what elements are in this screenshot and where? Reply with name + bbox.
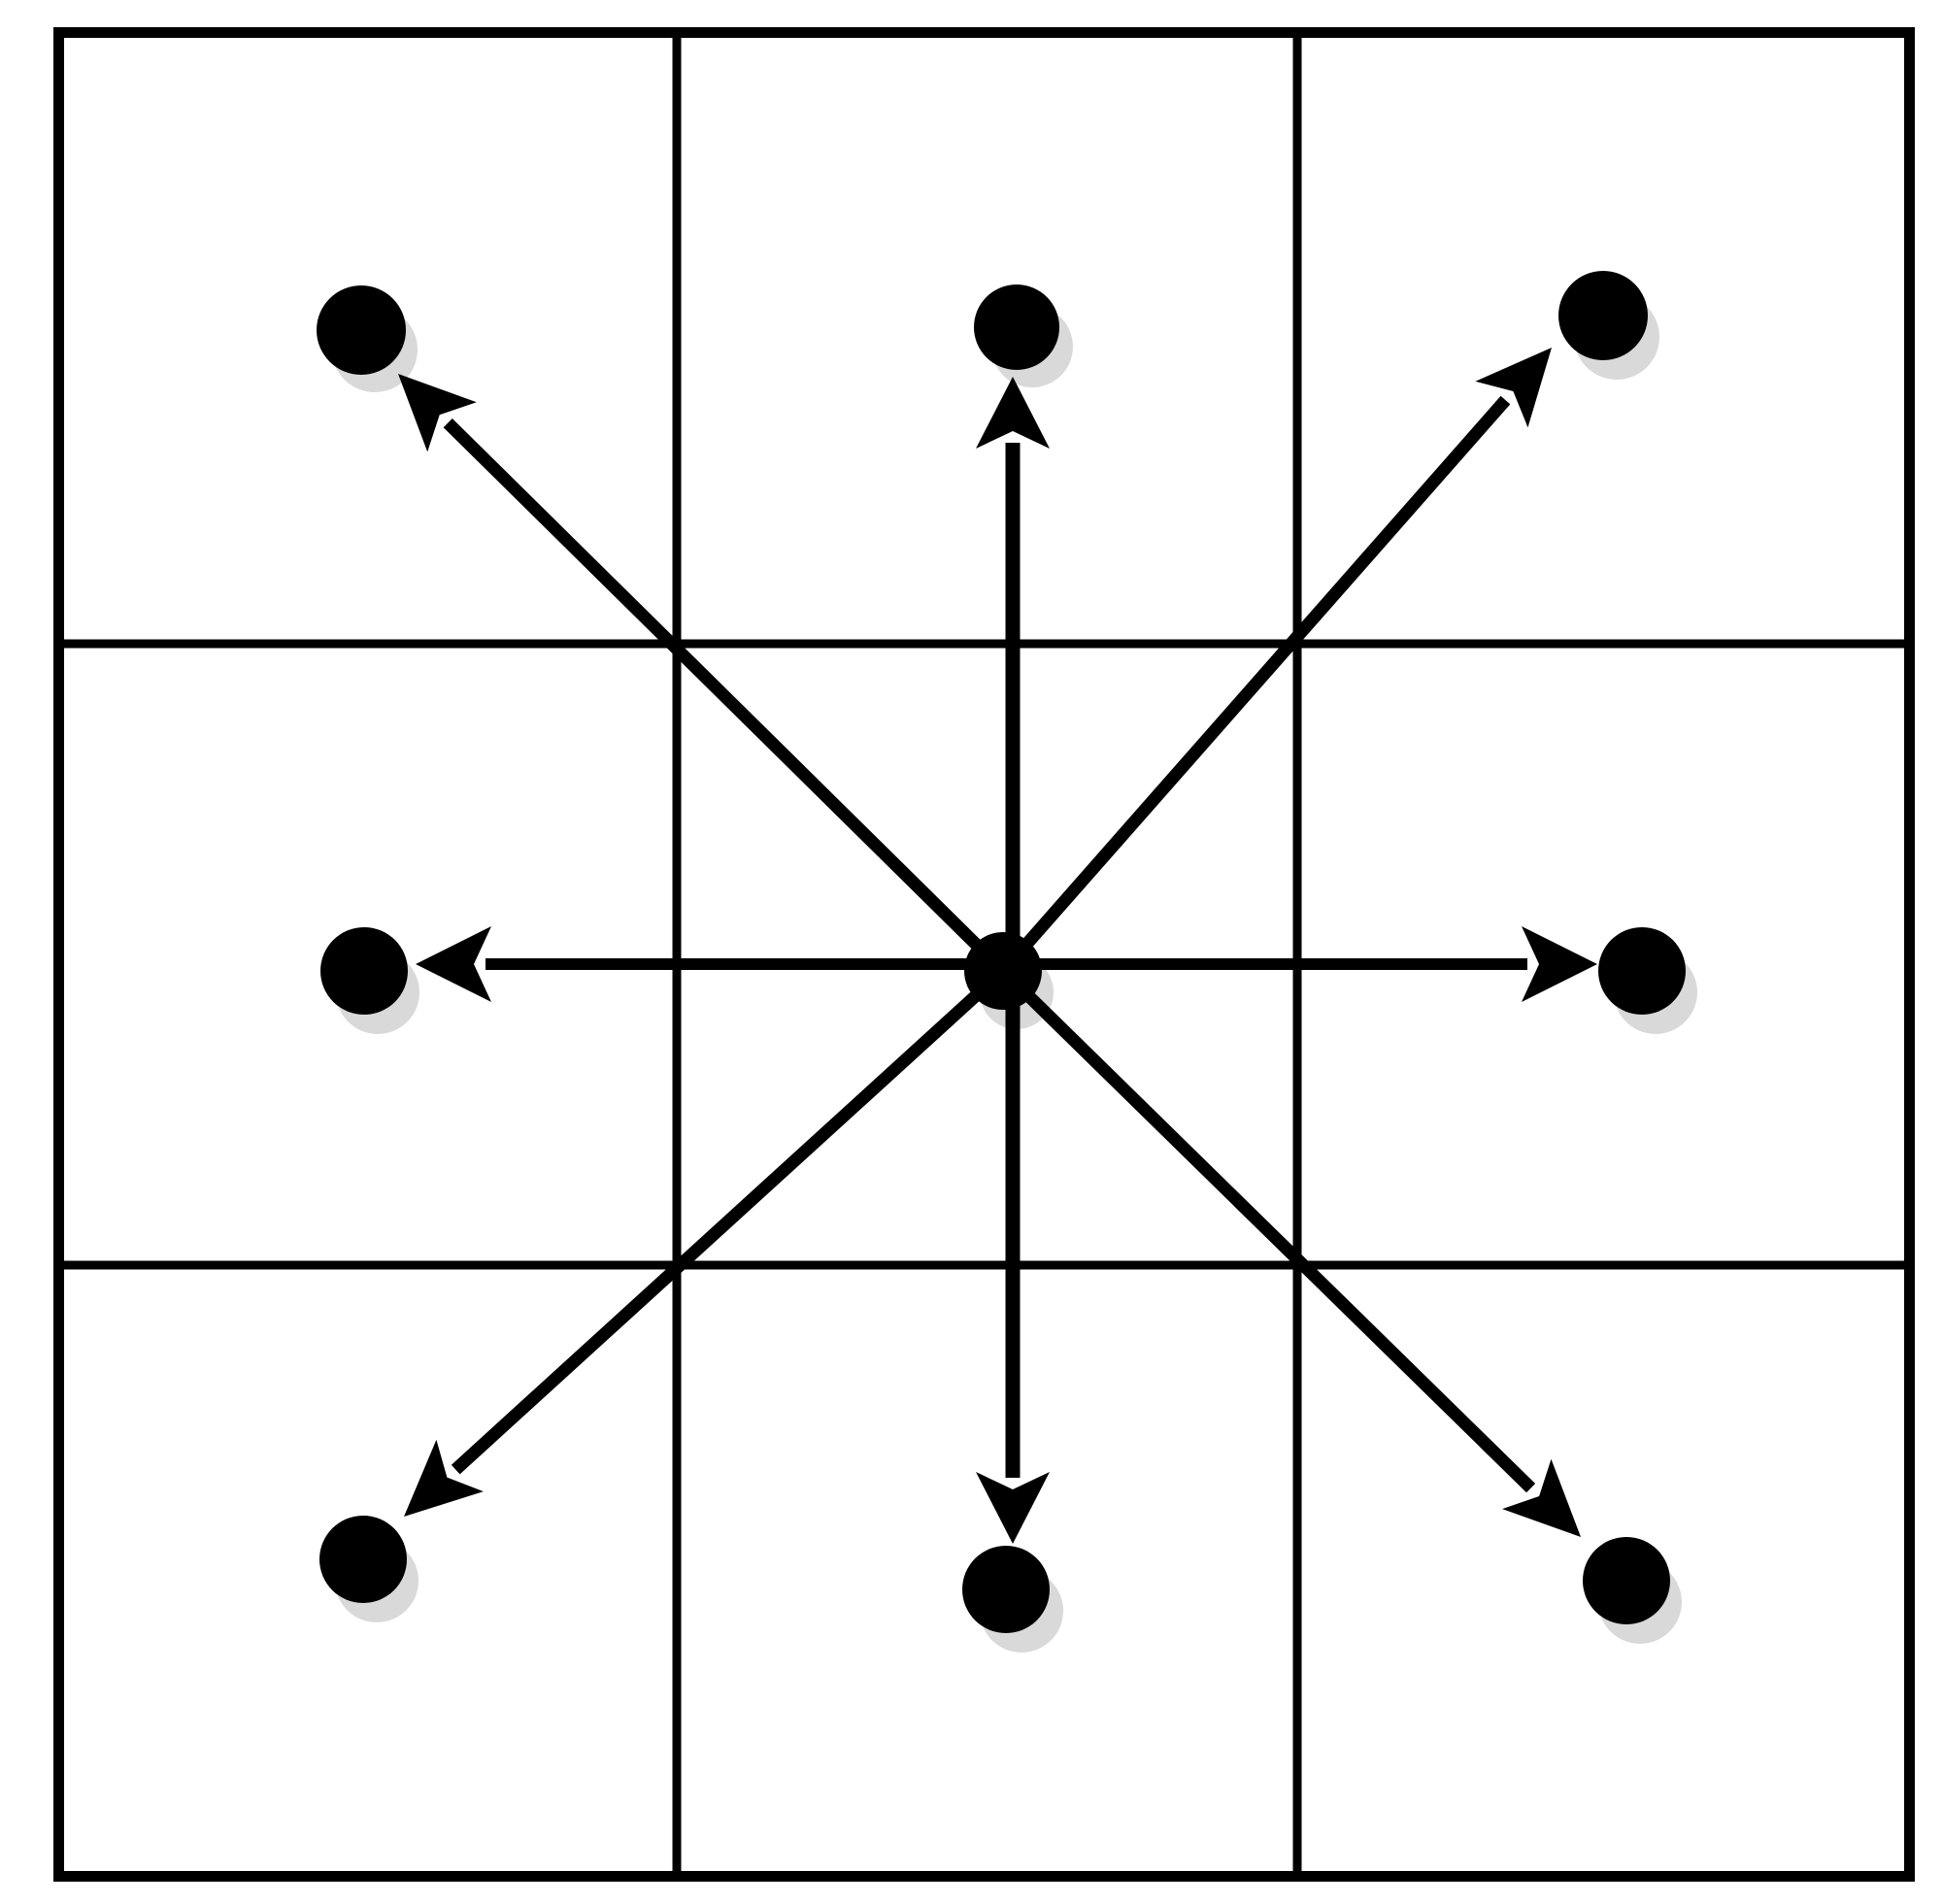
arrow-south-head-icon — [976, 1472, 1050, 1544]
arrow-layer — [398, 348, 1597, 1544]
arrow-west-head-icon — [416, 926, 491, 1002]
arrow-south-west-head-icon — [404, 1439, 484, 1517]
arrow-south-east-shaft — [998, 966, 1536, 1493]
arrow-south — [976, 971, 1050, 1544]
neighbor-node-n — [974, 284, 1059, 370]
arrow-south-west-shaft — [451, 966, 1008, 1475]
neighbor-node-e — [1598, 927, 1686, 1015]
arrow-north-head-icon — [976, 377, 1050, 449]
grid-outer-border — [53, 27, 1915, 1882]
neighbor-node-nw — [317, 285, 406, 375]
arrow-east-head-icon — [1522, 926, 1597, 1002]
node-layer — [317, 271, 1686, 1633]
arrow-north-east-shaft — [998, 395, 1511, 976]
neighbor-node-se — [1583, 1537, 1670, 1624]
arrow-south-east-head-icon — [1502, 1458, 1581, 1537]
neighbor-node-w — [320, 927, 408, 1015]
arrow-north-east-head-icon — [1475, 348, 1552, 428]
neighbor-node-sw — [319, 1516, 407, 1603]
arrow-north-west — [398, 374, 1008, 976]
neighbor-node-ne — [1558, 271, 1648, 360]
arrow-west — [416, 926, 1003, 1002]
arrow-south-east — [998, 966, 1581, 1537]
arrow-north-west-head-icon — [398, 374, 477, 452]
arrow-south-west — [404, 966, 1008, 1517]
arrow-north-east — [998, 348, 1552, 976]
arrow-east — [1003, 926, 1597, 1002]
arrow-north-west-shaft — [443, 418, 1008, 976]
grid-layer — [53, 27, 1915, 1882]
center-node — [964, 932, 1042, 1010]
neighbor-node-s — [962, 1546, 1050, 1633]
arrow-north — [976, 377, 1050, 971]
